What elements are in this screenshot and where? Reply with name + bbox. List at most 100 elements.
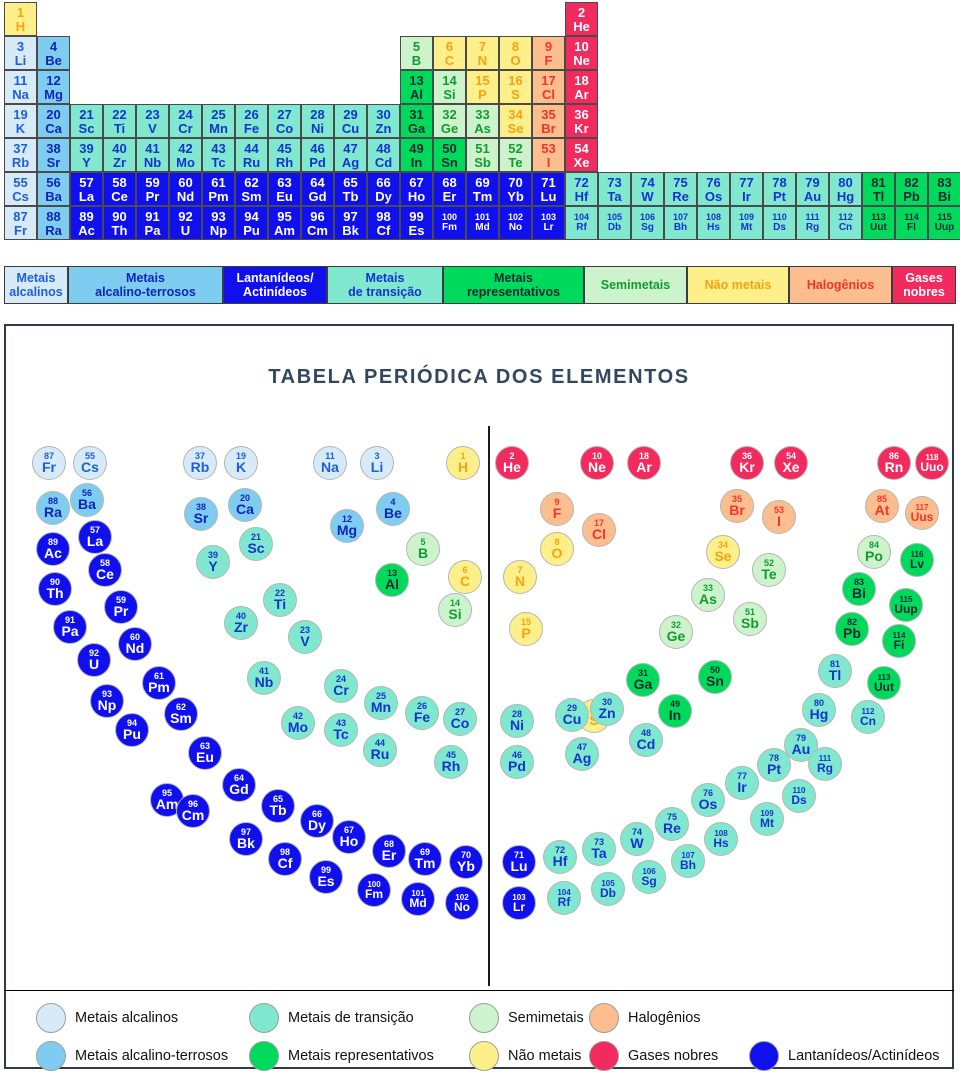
legend-strip-item-alkaline[interactable]: Metais alcalino-terrosos — [68, 266, 223, 304]
legend-item-representative[interactable]: Metais representativos — [249, 1041, 434, 1071]
legend-item-lanthactin[interactable]: Lantanídeos/Actinídeos — [749, 1041, 940, 1071]
legend-item-alkaline[interactable]: Metais alcalino-terrosos — [36, 1041, 228, 1071]
legend-item-halogen[interactable]: Halogênios — [589, 1003, 701, 1033]
legend-strip-item-semimetal[interactable]: Semimetais — [584, 266, 687, 304]
legend-item-nonmetal[interactable]: Não metais — [469, 1041, 581, 1071]
legend-item-alkali[interactable]: Metais alcalinos — [36, 1003, 178, 1033]
legend-strip-item-representative[interactable]: Metais representativos — [443, 266, 584, 304]
legend-strip-item-transition[interactable]: Metais de transição — [327, 266, 443, 304]
legend-strip-item-alkali[interactable]: Metais alcalinos — [4, 266, 68, 304]
legend-strip-item-noble[interactable]: Gases nobres — [892, 266, 956, 304]
